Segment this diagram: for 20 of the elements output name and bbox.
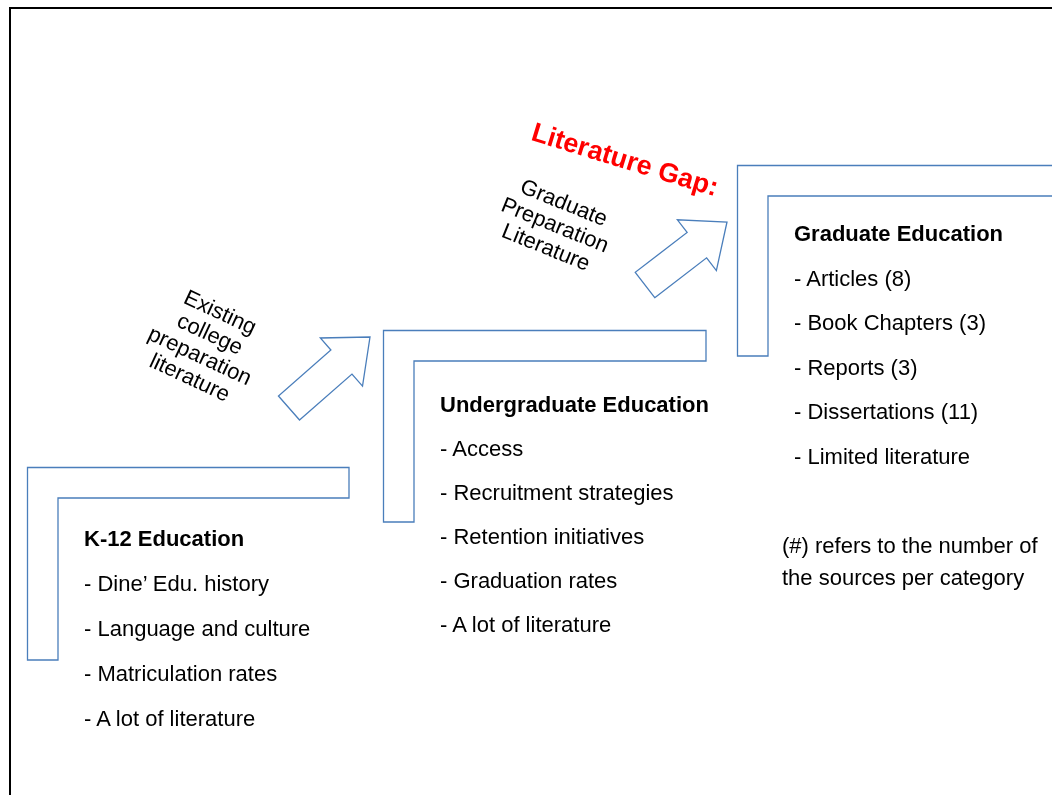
list-item: - A lot of literature	[440, 611, 613, 639]
list-item: - Retention initiatives	[440, 523, 646, 551]
list-item: - Access	[440, 435, 525, 463]
step-heading: Graduate Education	[794, 220, 1004, 248]
step-heading: Undergraduate Education	[440, 391, 709, 419]
step-heading: K-12 Education	[84, 525, 246, 553]
list-item: - Matriculation rates	[84, 660, 279, 688]
block-arrow	[277, 336, 371, 421]
block-arrow	[634, 219, 728, 299]
list-item: - A lot of literature	[84, 705, 257, 733]
list-item: - Graduation rates	[440, 567, 619, 595]
list-item: - Articles (8)	[794, 264, 913, 293]
list-item: - Dine’ Edu. history	[84, 570, 271, 598]
note-text: (#) refers to the number of the sources per category	[782, 532, 1039, 592]
list-item: - Limited literature	[794, 442, 972, 471]
list-item: - Recruitment strategies	[440, 479, 675, 507]
list-item: - Book Chapters (3)	[794, 309, 987, 337]
list-item: - Dissertations (11)	[794, 398, 980, 426]
list-item: - Reports (3)	[794, 353, 919, 382]
list-item: - Language and culture	[84, 615, 311, 643]
